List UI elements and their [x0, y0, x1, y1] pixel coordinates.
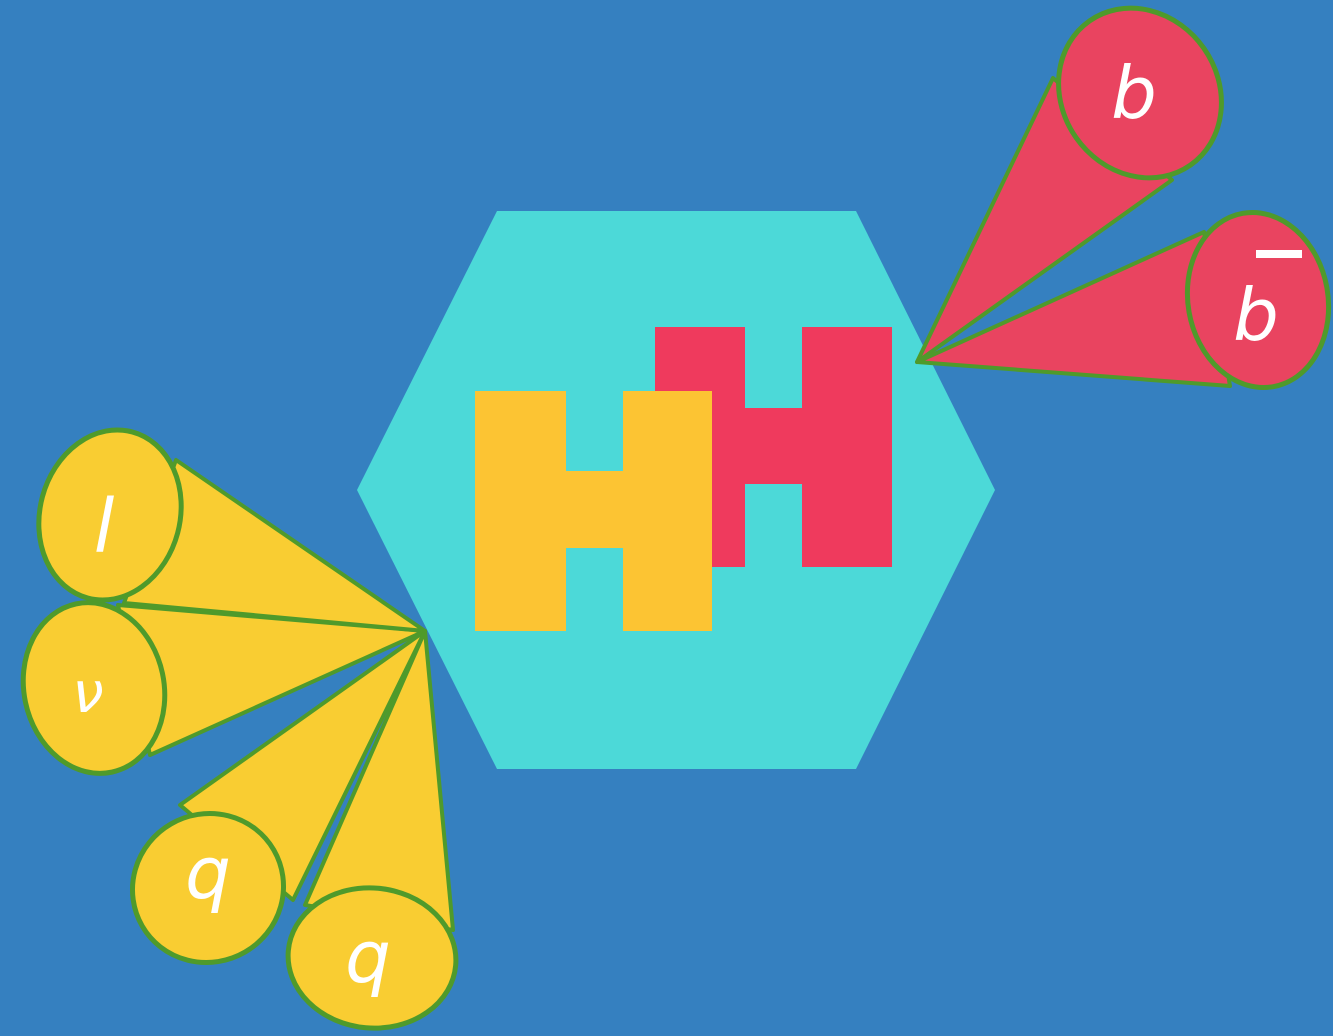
bbar-overline	[1256, 250, 1302, 258]
higgs-letter-yellow	[475, 391, 712, 631]
jet-quark-1: q	[129, 629, 427, 966]
jet-quark-2-label: q	[345, 915, 391, 999]
jet-quark-2: q	[285, 629, 459, 1031]
jet-lepton-label: l	[94, 484, 115, 570]
jet-b-label: b	[1111, 51, 1157, 135]
jet-bbar: b	[915, 209, 1332, 391]
jet-bbar-label: b	[1233, 273, 1279, 357]
jet-b: b	[915, 5, 1224, 364]
jet-quark-1-label: q	[185, 831, 231, 915]
jet-neutrino-label: ν	[72, 661, 103, 726]
jet-lepton: l	[36, 427, 427, 633]
